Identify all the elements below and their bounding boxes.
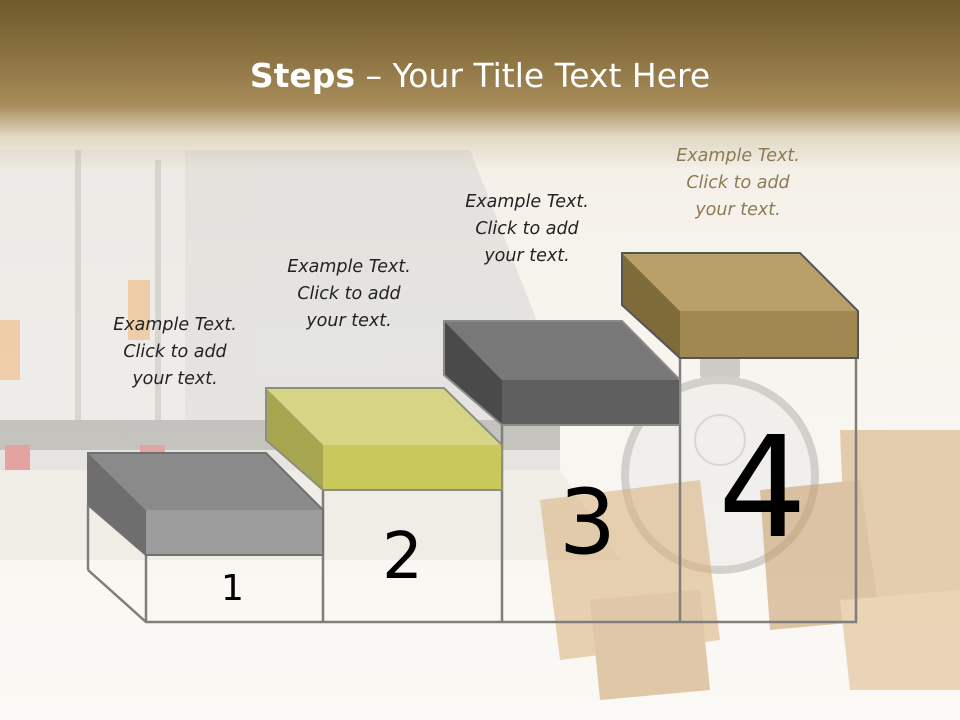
caption-line: Example Text. <box>676 146 800 166</box>
caption-line: Click to add <box>123 342 227 362</box>
step-1-block[interactable] <box>87 452 324 556</box>
step-2-number: 2 <box>382 520 423 594</box>
slide-title[interactable]: Steps – Your Title Text Here <box>0 56 960 95</box>
step-3-block[interactable] <box>443 320 681 426</box>
caption-line: Example Text. <box>113 315 237 335</box>
caption-line: Example Text. <box>287 257 411 277</box>
step-4-block[interactable] <box>621 252 859 359</box>
boxes-illustration <box>540 430 960 700</box>
caption-line: your text. <box>484 246 570 266</box>
step-2-block[interactable] <box>265 387 503 491</box>
step-1-number: 1 <box>221 568 244 609</box>
title-bold: Steps <box>249 56 356 95</box>
step-3-number: 3 <box>558 470 617 575</box>
step-2-caption[interactable]: Example Text. Click to add your text. <box>249 254 449 335</box>
step-4-caption[interactable]: Example Text. Click to add your text. <box>638 143 838 224</box>
caption-line: Example Text. <box>465 192 589 212</box>
step-3-caption[interactable]: Example Text. Click to add your text. <box>427 189 627 270</box>
caption-line: your text. <box>306 311 392 331</box>
header-band <box>0 0 960 170</box>
caption-line: your text. <box>695 200 781 220</box>
caption-line: Click to add <box>475 219 579 239</box>
caption-line: your text. <box>132 369 218 389</box>
title-rest: – Your Title Text Here <box>355 56 711 95</box>
caption-line: Click to add <box>297 284 401 304</box>
step-1-caption[interactable]: Example Text. Click to add your text. <box>75 312 275 393</box>
caption-line: Click to add <box>686 173 790 193</box>
step-4-number: 4 <box>717 407 808 570</box>
